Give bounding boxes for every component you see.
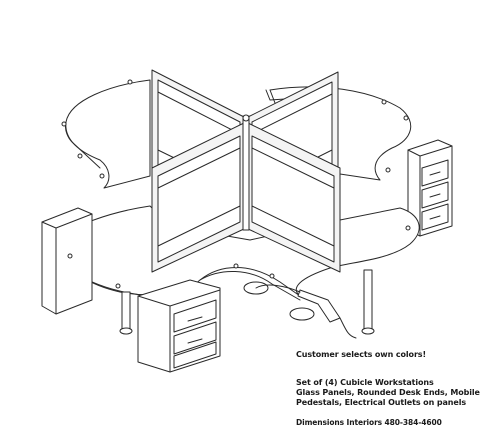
glass-panel-front-left [151, 121, 247, 273]
center-pedestal [137, 279, 221, 373]
right-pedestal [407, 139, 453, 237]
description-line-2: Glass Panels, Rounded Desk Ends, Mobile [296, 388, 480, 397]
center-post [242, 114, 250, 231]
description-line-1: Set of (4) Cubicle Workstations [296, 378, 434, 387]
left-pedestal [41, 207, 93, 315]
glass-panel-front-right [245, 121, 341, 273]
back-left-desk [65, 79, 151, 189]
floor-outlets [243, 281, 357, 339]
brand-contact: Dimensions Interiors 480-384-4600 [296, 418, 442, 427]
color-choice-caption: Customer selects own colors! [296, 350, 427, 359]
desk-legs [119, 269, 375, 335]
description-line-3: Pedestals, Electrical Outlets on panels [296, 398, 466, 407]
product-description: Set of (4) Cubicle Workstations Glass Pa… [296, 378, 496, 408]
